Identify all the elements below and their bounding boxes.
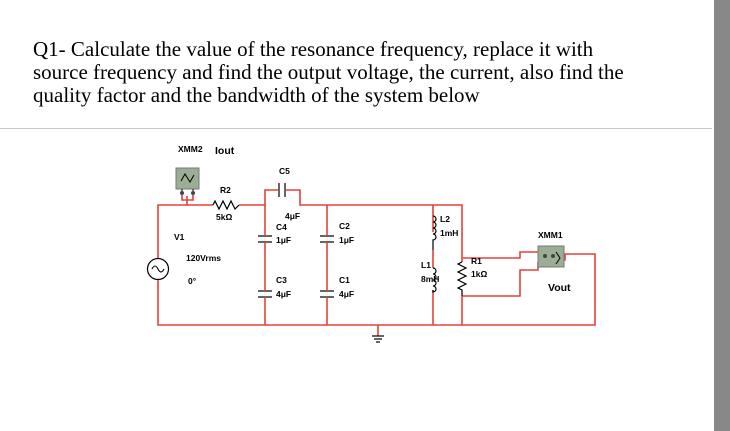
iout-label: Iout <box>215 145 235 157</box>
capacitor-c1 <box>320 288 334 302</box>
c3-name: C3 <box>276 275 287 285</box>
c5-name: C5 <box>279 166 290 176</box>
resistor-r1 <box>456 261 468 296</box>
c4-value: 1μF <box>276 235 291 245</box>
xmm2-multimeter <box>175 167 200 201</box>
ac-source-v1 <box>146 257 170 281</box>
c4-name: C4 <box>276 222 287 232</box>
v1-name: V1 <box>174 232 185 242</box>
c1-name: C1 <box>339 275 350 285</box>
circuit-diagram: XMM2 Iout V1 120Vrms 0° R2 5kΩ C5 4μF C4… <box>146 144 596 343</box>
vout-label: Vout <box>548 282 571 294</box>
c3-value: 4μF <box>276 289 291 299</box>
capacitor-c2 <box>320 232 334 246</box>
scrollbar-track[interactable] <box>714 0 730 431</box>
r1-name: R1 <box>471 256 482 266</box>
r2-value: 5kΩ <box>216 212 232 222</box>
c1-value: 4μF <box>339 289 354 299</box>
r2-name: R2 <box>220 185 231 195</box>
xmm1-multimeter <box>537 245 565 268</box>
xmm1-label: XMM1 <box>538 230 563 240</box>
c5-value: 4μF <box>285 211 300 221</box>
capacitor-c4 <box>258 232 272 246</box>
c2-name: C2 <box>339 221 350 231</box>
v1-value: 120Vrms <box>186 253 221 263</box>
l2-value: 1mH <box>440 228 458 238</box>
question-line-2: source frequency and find the output vol… <box>33 60 624 84</box>
separator-line <box>0 128 712 129</box>
c2-value: 1μF <box>339 235 354 245</box>
r1-value: 1kΩ <box>471 269 487 279</box>
l2-name: L2 <box>440 214 450 224</box>
question-text: Q1- Calculate the value of the resonance… <box>33 38 693 107</box>
capacitor-c5 <box>278 183 286 197</box>
l1-value: 8mH <box>421 274 439 284</box>
ground-symbol <box>372 335 384 343</box>
resistor-r2 <box>212 199 240 211</box>
question-line-3: quality factor and the bandwidth of the … <box>33 83 480 107</box>
v1-phase: 0° <box>188 276 197 286</box>
xmm2-label: XMM2 <box>178 144 203 154</box>
question-line-1: Q1- Calculate the value of the resonance… <box>33 37 594 61</box>
l1-name: L1 <box>421 260 431 270</box>
inductor-l1 <box>432 267 437 293</box>
capacitor-c3 <box>258 288 272 302</box>
inductor-l2 <box>432 215 437 250</box>
